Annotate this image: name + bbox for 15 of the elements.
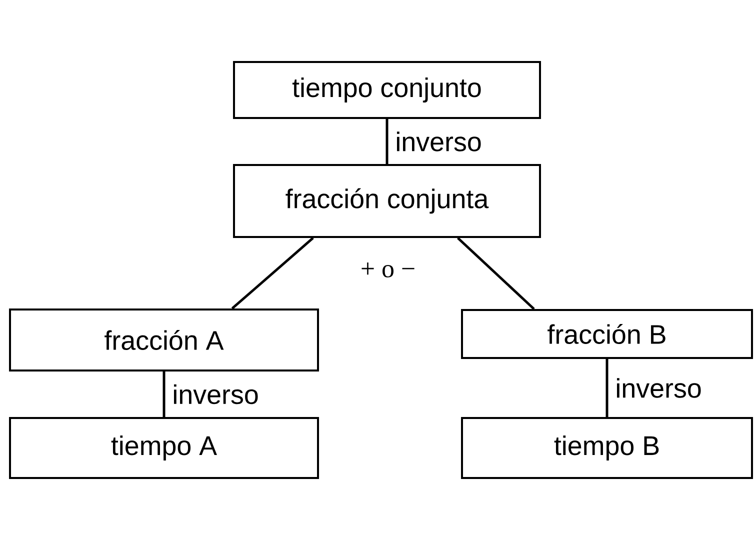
operator-label: + o − [362, 262, 414, 278]
connector-line [606, 359, 608, 417]
connector-line [231, 237, 314, 310]
text-box: tiempo B [461, 417, 753, 479]
edge-label: inverso [393, 130, 484, 154]
connector-line [162, 372, 166, 417]
edge-label: inverso [613, 376, 704, 400]
text-box: tiempo A [9, 417, 319, 479]
connector-line [386, 119, 388, 164]
text-box: tiempo conjunto [233, 61, 541, 119]
text-box: fracción B [461, 309, 753, 359]
text-box: fracción A [9, 308, 319, 372]
text-box: fracción conjunta [233, 164, 541, 238]
connector-line [457, 237, 535, 310]
edge-label: inverso [170, 382, 261, 406]
